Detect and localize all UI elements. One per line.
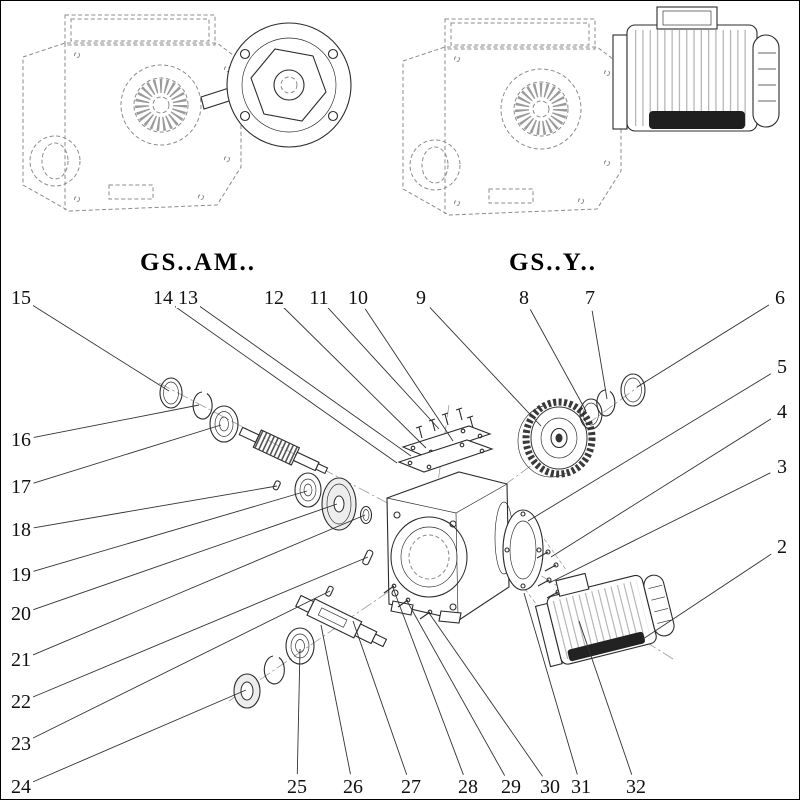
part-circlip	[596, 389, 616, 417]
leader-line-13	[198, 305, 412, 457]
leader-line-17	[33, 424, 222, 484]
callout-number-11: 11	[307, 287, 331, 309]
callout-number-12: 12	[262, 287, 286, 309]
part-housing	[386, 471, 514, 624]
leader-line-28	[392, 587, 464, 775]
leader-line-15	[31, 304, 170, 392]
leader-line-22	[32, 556, 369, 698]
part-small-ring	[359, 505, 373, 525]
leader-line-32	[578, 620, 633, 775]
callout-number-2: 2	[775, 536, 789, 558]
leader-line-9	[429, 307, 542, 427]
part-ring	[579, 398, 603, 430]
callout-number-24: 24	[9, 776, 33, 798]
callout-number-27: 27	[399, 776, 423, 798]
terminal-box	[656, 6, 718, 30]
callout-number-6: 6	[773, 287, 787, 309]
callout-number-29: 29	[499, 776, 523, 798]
callout-number-18: 18	[9, 519, 33, 541]
callout-number-16: 16	[9, 429, 33, 451]
part-circlip	[263, 655, 285, 685]
callout-number-25: 25	[285, 776, 309, 798]
leader-line-5	[527, 373, 772, 522]
leader-line-29	[406, 600, 506, 776]
leader-line-2	[642, 553, 772, 640]
leader-line-14	[173, 305, 398, 464]
part-cover-plates	[397, 425, 494, 473]
leader-line-26	[320, 624, 351, 775]
motor-shadow	[649, 111, 745, 129]
part-output-shaft	[295, 594, 388, 648]
callout-number-22: 22	[9, 691, 33, 713]
figure-gs-am	[23, 15, 352, 211]
leader-line-6	[636, 304, 770, 388]
callout-number-26: 26	[341, 776, 365, 798]
callout-number-13: 13	[176, 287, 200, 309]
fan-cover	[752, 34, 780, 128]
part-motor	[534, 572, 675, 668]
callout-number-15: 15	[9, 287, 33, 309]
leader-line-4	[550, 418, 772, 558]
part-bearing	[294, 472, 322, 508]
leader-line-24	[32, 689, 247, 783]
callout-number-8: 8	[517, 287, 531, 309]
callout-number-7: 7	[583, 287, 597, 309]
leader-line-31	[523, 592, 578, 775]
callout-number-4: 4	[775, 401, 789, 423]
callout-number-14: 14	[151, 287, 175, 309]
callout-number-31: 31	[569, 776, 593, 798]
callout-number-23: 23	[9, 733, 33, 755]
leader-line-23	[32, 590, 331, 739]
callout-number-3: 3	[775, 456, 789, 478]
part-bearing	[209, 405, 239, 443]
part-circlip	[192, 391, 213, 420]
figure-label-gs-y: GS..Y..	[508, 249, 598, 276]
leader-line-3	[548, 472, 771, 584]
leader-line-12	[282, 306, 427, 449]
callout-number-21: 21	[9, 649, 33, 671]
part-pin	[272, 480, 281, 491]
callout-number-28: 28	[456, 776, 480, 798]
part-washer	[233, 673, 261, 709]
leader-line-20	[33, 503, 338, 611]
leader-line-7	[591, 310, 608, 400]
leader-line-10	[364, 308, 454, 442]
part-worm-wheel	[517, 398, 596, 478]
part-worm-shaft	[238, 426, 329, 475]
leader-line-16	[33, 404, 200, 438]
callout-number-10: 10	[346, 287, 370, 309]
callout-number-9: 9	[414, 287, 428, 309]
part-seal	[620, 373, 646, 407]
leader-line-18	[33, 485, 278, 529]
leader-line-30	[428, 612, 543, 777]
callout-number-5: 5	[775, 356, 789, 378]
leader-line-11	[327, 307, 440, 430]
exploded-view	[158, 373, 675, 709]
callout-number-32: 32	[624, 776, 648, 798]
leader-lines	[31, 304, 772, 783]
output-flange	[226, 22, 352, 148]
part-washer-disc	[321, 477, 357, 531]
leader-line-25	[296, 648, 301, 775]
part-adapter-flange	[502, 509, 544, 591]
part-flange-screws	[536, 549, 561, 599]
motor	[612, 6, 780, 132]
callout-number-30: 30	[538, 776, 562, 798]
leader-line-19	[33, 490, 308, 572]
figure-gs-y	[403, 6, 780, 215]
figure-label-gs-am: GS..AM..	[140, 249, 256, 276]
leader-line-8	[529, 309, 587, 412]
callout-number-17: 17	[9, 476, 33, 498]
callout-number-20: 20	[9, 603, 33, 625]
callout-number-19: 19	[9, 564, 33, 586]
leader-line-27	[352, 620, 408, 775]
leader-line-21	[32, 514, 366, 656]
part-seal	[159, 377, 183, 409]
